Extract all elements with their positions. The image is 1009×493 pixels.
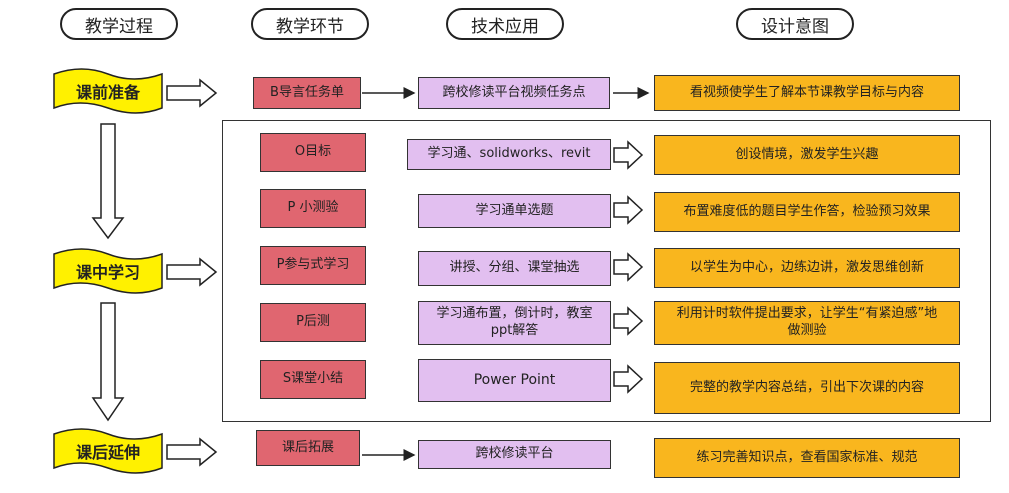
in-class-frame (222, 120, 991, 422)
block-arrow-down-2 (91, 302, 125, 422)
block-arrow-post (166, 437, 218, 467)
phase-label: 课后延伸 (75, 443, 140, 462)
small-arrow-4 (613, 306, 644, 336)
stage-box: P 小测验 (260, 189, 366, 228)
phase-banner-pre: 课前准备 (52, 68, 164, 114)
intent-box: 布置难度低的题目学生作答，检验预习效果 (654, 192, 960, 232)
phase-label: 课前准备 (75, 83, 140, 102)
tech-box: 跨校修读平台 (418, 440, 611, 469)
stage-box: P后测 (260, 303, 366, 342)
phase-banner-post: 课后延伸 (52, 428, 164, 474)
tech-box: 跨校修读平台视频任务点 (418, 77, 610, 109)
tech-box: 学习通、solidworks、revit (407, 139, 611, 170)
stage-box: O目标 (260, 133, 366, 172)
stage-box: S课堂小结 (260, 360, 366, 399)
small-arrow-2 (613, 195, 644, 225)
intent-box: 利用计时软件提出要求，让学生“有紧迫感”地做测验 (654, 301, 960, 345)
small-arrow-1 (613, 140, 644, 170)
intent-box: 以学生为中心，边练边讲，激发思维创新 (654, 248, 960, 288)
tech-box: 学习通单选题 (418, 194, 611, 228)
header-intent: 设计意图 (736, 8, 854, 40)
tech-box: Power Point (418, 359, 611, 402)
tech-box: 讲授、分组、课堂抽选 (418, 251, 611, 286)
intent-box: 练习完善知识点，查看国家标准、规范 (654, 438, 960, 478)
block-arrow-down-1 (91, 123, 125, 240)
intent-box: 看视频使学生了解本节课教学目标与内容 (654, 75, 960, 111)
intent-box: 创设情境，激发学生兴趣 (654, 135, 960, 175)
stage-box: P参与式学习 (260, 246, 366, 285)
small-arrow-5 (613, 364, 644, 394)
block-arrow-pre (166, 78, 218, 108)
intent-box: 完整的教学内容总结，引出下次课的内容 (654, 362, 960, 414)
stage-box: B导言任务单 (253, 77, 361, 109)
block-arrow-in (166, 257, 218, 287)
header-tech: 技术应用 (446, 8, 564, 40)
phase-label: 课中学习 (75, 263, 140, 282)
tech-box: 学习通布置，倒计时，教室ppt解答 (418, 301, 611, 345)
stage-box: 课后拓展 (256, 430, 360, 466)
header-stage: 教学环节 (251, 8, 369, 40)
small-arrow-3 (613, 252, 644, 282)
header-process: 教学过程 (60, 8, 178, 40)
banner-shape-icon (53, 68, 163, 114)
phase-banner-in: 课中学习 (52, 248, 164, 294)
banner-shape-icon (53, 428, 163, 474)
banner-shape-icon (53, 248, 163, 294)
